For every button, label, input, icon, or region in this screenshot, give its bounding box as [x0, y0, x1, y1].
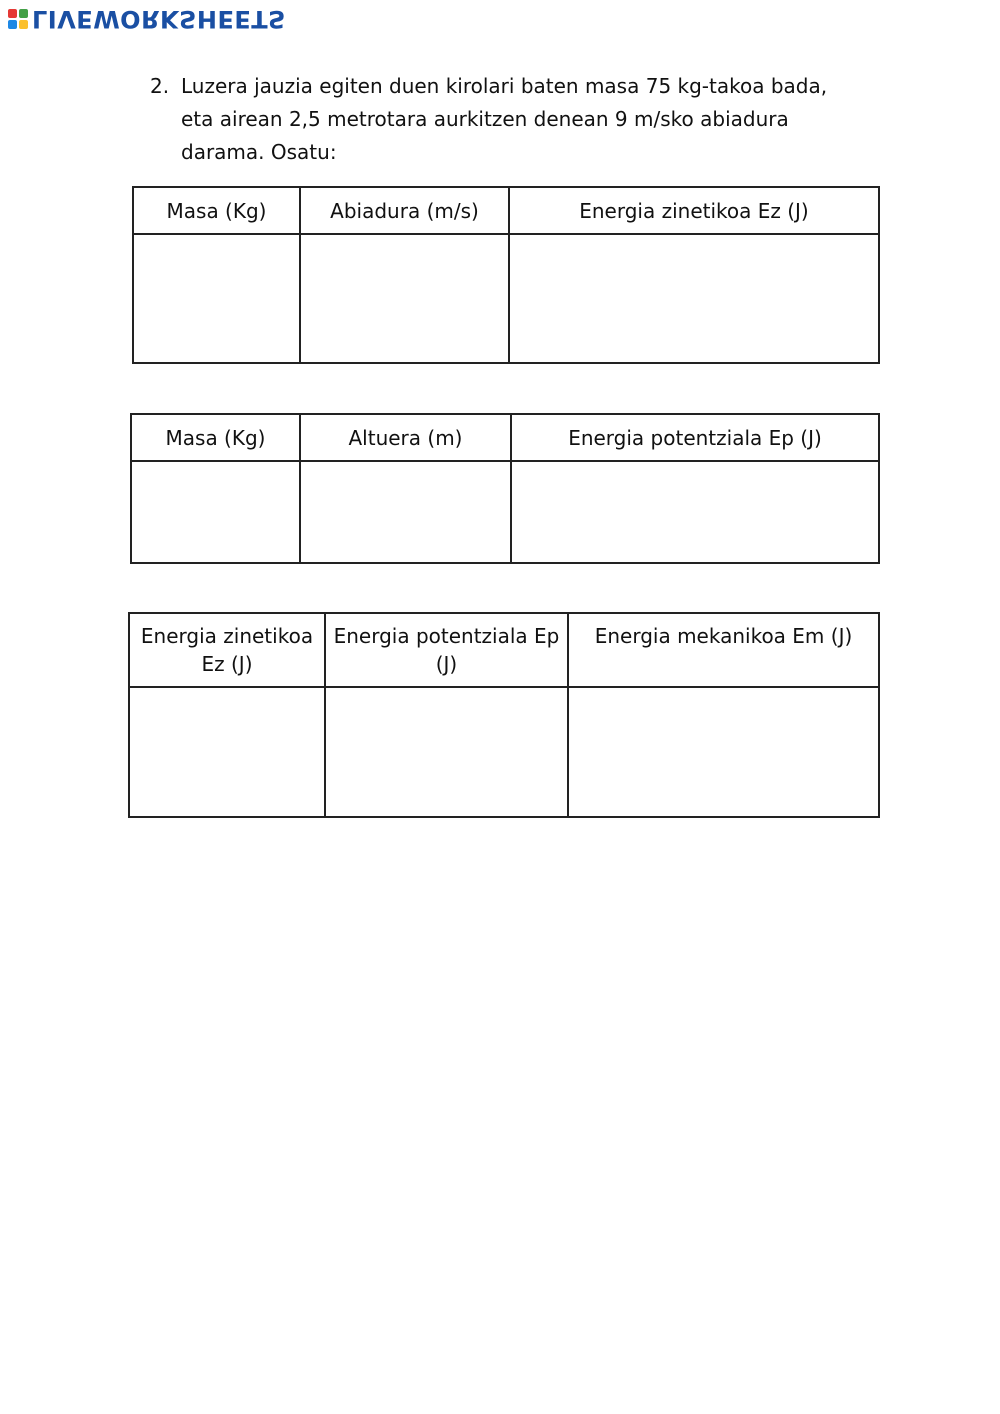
answer-cell-potential-energy[interactable]: [324, 686, 569, 818]
liveworksheets-logo: LIVEWORKSHEETS: [8, 5, 286, 33]
answer-cell-potential-energy[interactable]: [510, 460, 880, 564]
answer-cell-speed[interactable]: [299, 233, 510, 364]
logo-text: LIVEWORKSHEETS: [32, 5, 286, 33]
logo-block-yellow: [19, 20, 28, 29]
header-mass: Masa (Kg): [132, 186, 301, 235]
question-text: Luzera jauzia egiten duen kirolari baten…: [181, 74, 828, 164]
logo-blocks-icon: [8, 9, 28, 29]
answer-cell-kinetic-energy[interactable]: [128, 686, 326, 818]
header-potential-energy: Energia potentziala Ep (J): [324, 612, 569, 688]
header-mechanical-energy: Energia mekanikoa Em (J): [567, 612, 880, 688]
header-potential-energy: Energia potentziala Ep (J): [510, 413, 880, 462]
header-height: Altuera (m): [299, 413, 512, 462]
answer-cell-mechanical-energy[interactable]: [567, 686, 880, 818]
potential-energy-table: Masa (Kg) Altuera (m) Energia potentzial…: [130, 413, 880, 564]
header-kinetic-energy: Energia zinetikoa Ez (J): [128, 612, 326, 688]
question-2: 2. Luzera jauzia egiten duen kirolari ba…: [150, 70, 850, 169]
header-mass: Masa (Kg): [130, 413, 301, 462]
logo-block-blue: [8, 20, 17, 29]
header-speed: Abiadura (m/s): [299, 186, 510, 235]
answer-cell-mass[interactable]: [130, 460, 301, 564]
kinetic-energy-table: Masa (Kg) Abiadura (m/s) Energia zinetik…: [132, 186, 880, 364]
logo-block-red: [8, 9, 17, 18]
answer-cell-height[interactable]: [299, 460, 512, 564]
header-kinetic-energy: Energia zinetikoa Ez (J): [508, 186, 880, 235]
question-number: 2.: [150, 74, 170, 98]
mechanical-energy-table: Energia zinetikoa Ez (J) Energia potentz…: [128, 612, 880, 818]
logo-block-green: [19, 9, 28, 18]
answer-cell-mass[interactable]: [132, 233, 301, 364]
answer-cell-kinetic-energy[interactable]: [508, 233, 880, 364]
